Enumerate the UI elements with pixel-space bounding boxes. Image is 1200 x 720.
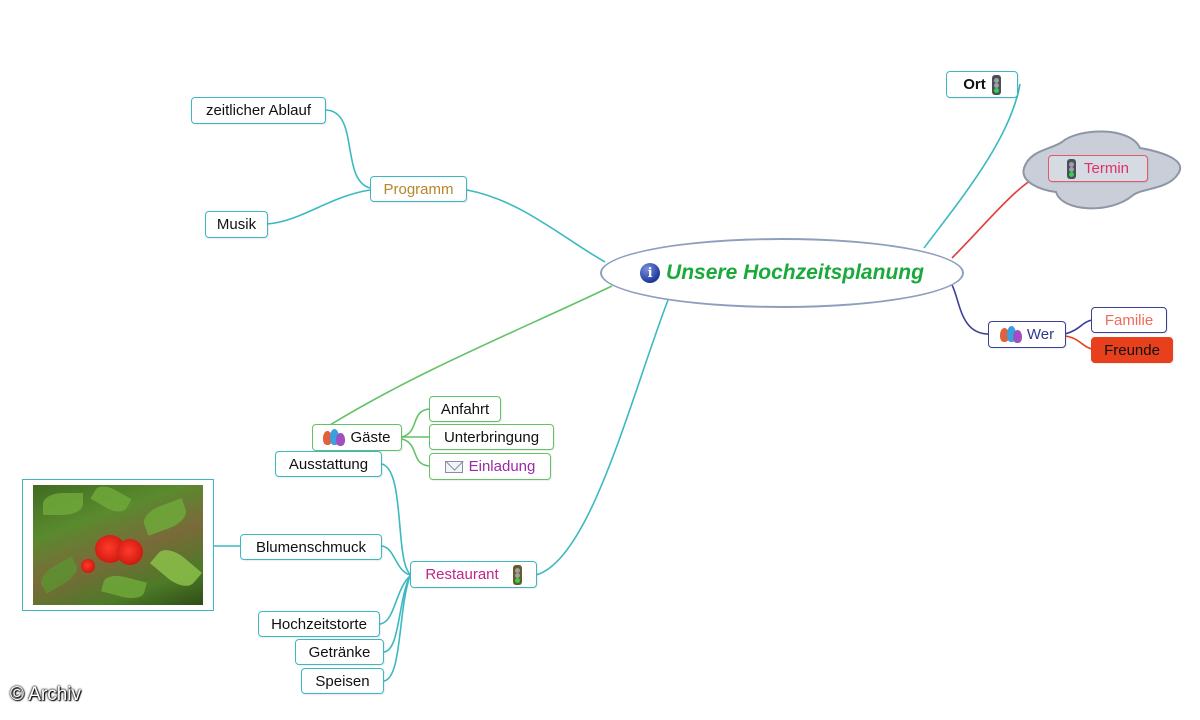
node-freunde[interactable]: Freunde [1091, 337, 1173, 363]
node-wer[interactable]: Wer [988, 321, 1066, 348]
node-familie-label: Familie [1104, 311, 1154, 329]
node-hochzeitstorte-label: Hochzeitstorte [271, 615, 367, 633]
central-topic-title: Unsere Hochzeitsplanung [666, 261, 924, 284]
node-speisen[interactable]: Speisen [301, 668, 384, 694]
link-programm [466, 189, 606, 263]
people-icon [999, 325, 1022, 344]
envelope-icon [444, 460, 463, 473]
link-blumenschmuck [381, 545, 411, 576]
node-gaeste[interactable]: Gäste [312, 424, 402, 451]
node-speisen-label: Speisen [315, 672, 370, 690]
node-familie[interactable]: Familie [1091, 307, 1167, 333]
flower-photo-image [33, 485, 203, 605]
link-gaeste [329, 285, 613, 426]
link-hochzeitstorte [379, 575, 411, 625]
node-programm[interactable]: Programm [370, 176, 467, 202]
node-restaurant[interactable]: Restaurant [410, 561, 537, 588]
node-ort-label: Ort [963, 76, 986, 93]
node-getraenke[interactable]: Getränke [295, 639, 384, 665]
people-icon [323, 428, 346, 447]
node-gaeste-label: Gäste [350, 429, 391, 446]
node-ausstattung[interactable]: Ausstattung [275, 451, 382, 477]
link-freunde [1064, 335, 1093, 350]
node-freunde-label: Freunde [1104, 341, 1160, 359]
node-termin-label: Termin [1083, 160, 1129, 177]
traffic-light-icon [512, 564, 522, 585]
node-programm-label: Programm [383, 180, 454, 198]
central-topic[interactable]: i Unsere Hochzeitsplanung [600, 238, 964, 308]
node-getraenke-label: Getränke [308, 643, 371, 661]
node-zeitlicher-ablauf[interactable]: zeitlicher Ablauf [191, 97, 326, 124]
node-blumenschmuck-label: Blumenschmuck [255, 538, 367, 556]
link-ausstattung [381, 463, 411, 575]
link-familie [1064, 319, 1093, 335]
node-ort[interactable]: Ort [946, 71, 1018, 98]
traffic-light-icon [1066, 158, 1076, 179]
info-icon[interactable]: i [640, 263, 661, 283]
node-hochzeitstorte[interactable]: Hochzeitstorte [258, 611, 380, 637]
copyright-label: © Archiv [10, 684, 82, 705]
link-getraenke [383, 575, 411, 653]
link-speisen [383, 575, 411, 682]
traffic-light-icon [991, 74, 1001, 95]
node-anfahrt-label: Anfahrt [440, 400, 490, 418]
node-wer-label: Wer [1026, 326, 1055, 343]
node-restaurant-label: Restaurant [425, 566, 499, 583]
link-ort [923, 83, 1021, 249]
link-zeitlicher-ablauf [324, 109, 371, 189]
node-musik[interactable]: Musik [205, 211, 268, 238]
node-blumenschmuck[interactable]: Blumenschmuck [240, 534, 382, 560]
node-unterbringung[interactable]: Unterbringung [429, 424, 554, 450]
link-anfahrt [401, 408, 431, 438]
flower-photo[interactable] [22, 479, 214, 611]
link-einladung [401, 438, 431, 467]
node-musik-label: Musik [216, 216, 257, 233]
node-zeitlicher-ablauf-label: zeitlicher Ablauf [205, 102, 312, 119]
link-restaurant [535, 299, 669, 576]
node-anfahrt[interactable]: Anfahrt [429, 396, 501, 422]
link-musik [266, 189, 371, 225]
node-einladung[interactable]: Einladung [429, 453, 551, 480]
node-unterbringung-label: Unterbringung [443, 428, 540, 446]
node-einladung-label: Einladung [468, 458, 536, 475]
node-ausstattung-label: Ausstattung [288, 455, 369, 473]
node-termin[interactable]: Termin [1048, 155, 1148, 182]
link-wer [951, 284, 991, 335]
